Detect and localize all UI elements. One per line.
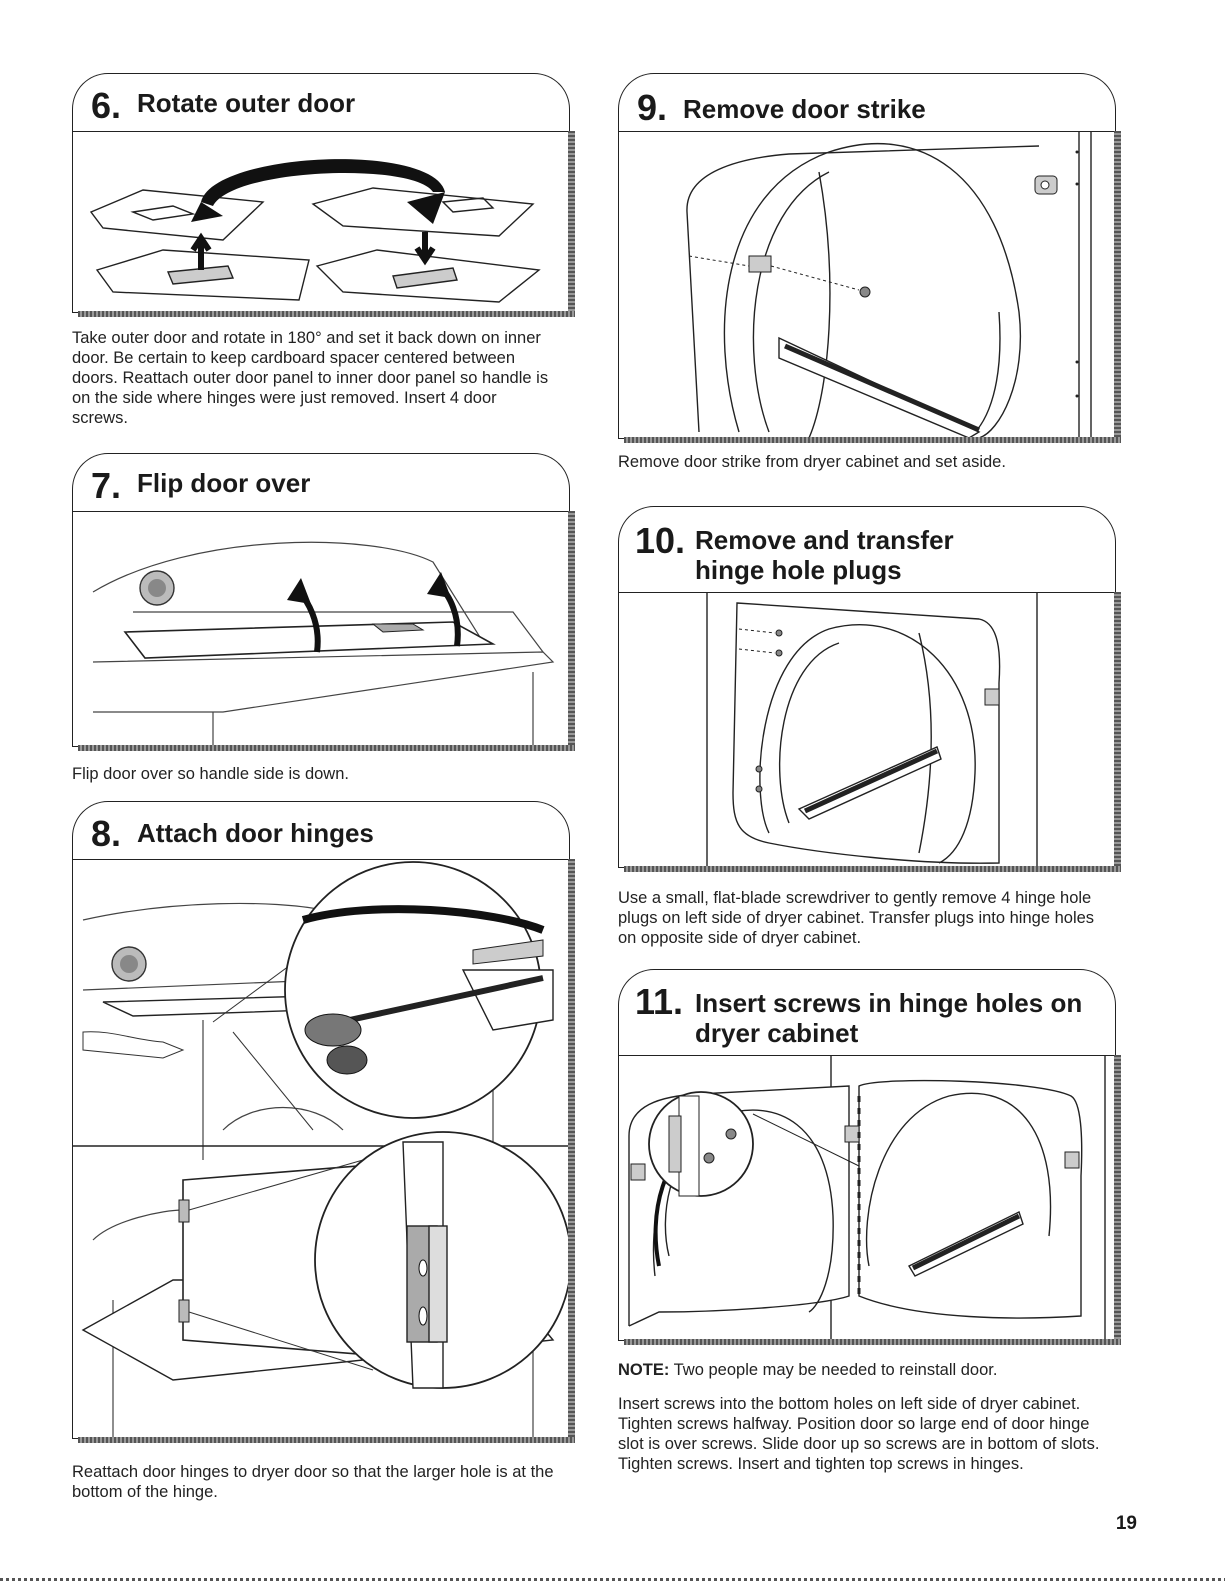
step-9-header: 9. Remove door strike xyxy=(618,73,1116,132)
step-9-shadow-bottom xyxy=(624,437,1121,443)
step-8-title: Attach door hinges xyxy=(137,818,374,848)
step-6-shadow xyxy=(568,131,575,317)
step-10-shadow-bottom xyxy=(624,866,1121,872)
step-9-illustration xyxy=(618,131,1116,439)
step-10-shadow xyxy=(1114,592,1121,872)
step-9-shadow xyxy=(1114,131,1121,443)
step-10-title-line2: hinge hole plugs xyxy=(695,555,902,585)
footer-rule xyxy=(0,1578,1225,1581)
step-10-illustration xyxy=(618,592,1116,868)
step-8-header: 8. Attach door hinges xyxy=(72,801,570,860)
step-11-illustration xyxy=(618,1055,1116,1341)
step-6-number: 6. xyxy=(91,88,121,124)
step-8-number: 8. xyxy=(91,816,121,852)
step-7-number: 7. xyxy=(91,468,121,504)
step-10-header: 10. Remove and transfer hinge hole plugs xyxy=(618,506,1116,593)
step-11-header: 11. Insert screws in hinge holes on drye… xyxy=(618,969,1116,1056)
step-11-caption: Insert screws into the bottom holes on l… xyxy=(618,1394,1108,1474)
step-6-title: Rotate outer door xyxy=(137,88,355,118)
step-7-header: 7. Flip door over xyxy=(72,453,570,512)
step-9-number: 9. xyxy=(637,90,667,126)
step-7-shadow xyxy=(568,511,575,751)
step-6-header: 6. Rotate outer door xyxy=(72,73,570,132)
step-11-note-text: Two people may be needed to reinstall do… xyxy=(674,1361,998,1379)
step-10-title-line1: Remove and transfer xyxy=(695,525,954,555)
step-7-caption: Flip door over so handle side is down. xyxy=(72,764,552,784)
step-10-number: 10. xyxy=(635,523,685,559)
step-11-shadow xyxy=(1114,1055,1121,1345)
step-6-shadow-bottom xyxy=(78,311,575,317)
step-11-title-line2: dryer cabinet xyxy=(695,1018,858,1048)
step-11-number: 11. xyxy=(635,984,683,1020)
step-11-note-label: NOTE: xyxy=(618,1361,669,1379)
step-10-caption: Use a small, flat-blade screwdriver to g… xyxy=(618,888,1108,948)
step-9-title: Remove door strike xyxy=(683,94,926,124)
step-11-title-line1: Insert screws in hinge holes on xyxy=(695,988,1082,1018)
step-7-shadow-bottom xyxy=(78,745,575,751)
step-8-shadow xyxy=(568,859,575,1443)
step-11-note: NOTE: Two people may be needed to reinst… xyxy=(618,1360,1108,1380)
step-6-illustration xyxy=(72,131,570,313)
step-11-shadow-bottom xyxy=(624,1339,1121,1345)
page-number: 19 xyxy=(1116,1513,1137,1535)
step-7-illustration xyxy=(72,511,570,747)
step-9-caption: Remove door strike from dryer cabinet an… xyxy=(618,452,1108,472)
step-8-caption: Reattach door hinges to dryer door so th… xyxy=(72,1462,562,1502)
step-7-title: Flip door over xyxy=(137,468,310,498)
step-6-caption: Take outer door and rotate in 180° and s… xyxy=(72,328,552,428)
step-8-shadow-bottom xyxy=(78,1437,575,1443)
step-8-illustration xyxy=(72,859,570,1439)
